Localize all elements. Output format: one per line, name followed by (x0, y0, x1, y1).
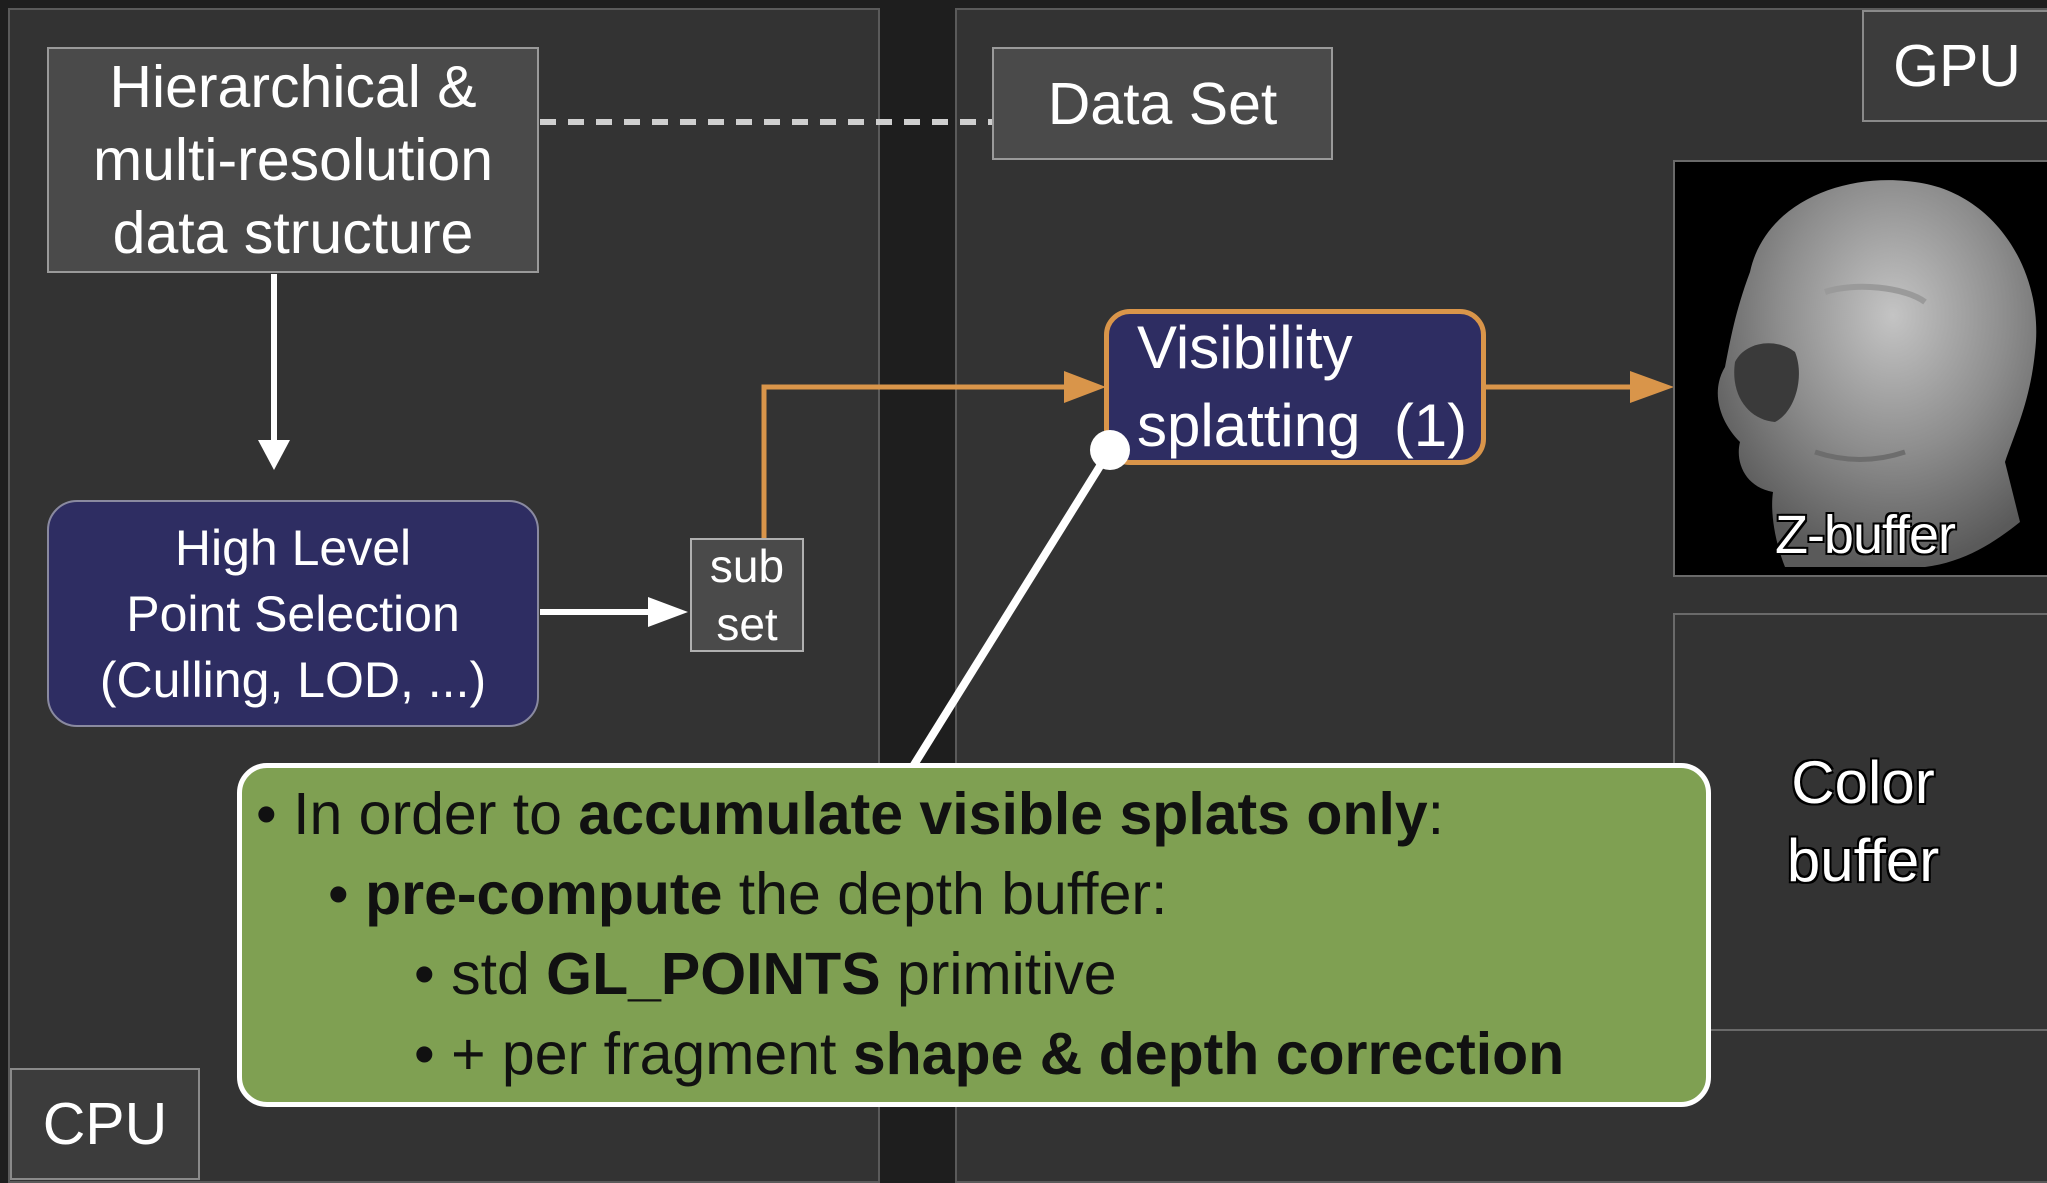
bullet4-pre: + per fragment (451, 1021, 853, 1087)
hierarchical-line-1: Hierarchical & (109, 53, 477, 120)
high-level-line-2: Point Selection (126, 585, 460, 642)
zbuffer-panel: Z-buffer (1673, 160, 2047, 577)
subset-line-1: sub (709, 540, 785, 592)
hierarchical-data-structure-box: Hierarchical & multi-resolution data str… (47, 47, 539, 273)
arrow-subset-to-visibility (761, 384, 1064, 540)
bullet4-bold: shape & depth correction (852, 1021, 1565, 1087)
callout-pointer (908, 447, 1114, 771)
gpu-label-box: GPU (1862, 10, 2047, 122)
color-buffer-line-2: buffer (1786, 827, 1940, 894)
subset-box: sub set (690, 538, 804, 652)
bullet3-post: primitive (880, 941, 1117, 1007)
head-depth-image (1717, 180, 2037, 567)
callout-box: • In order to accumulate visible splats … (237, 763, 1711, 1107)
gpu-label: GPU (1893, 33, 2021, 99)
bullet1-post: : (1427, 781, 1445, 847)
zbuffer-label: Z-buffer (1774, 505, 1956, 565)
cpu-label: CPU (42, 1091, 168, 1157)
bullet1-bold: accumulate visible splats only (578, 781, 1428, 847)
callout-bullet-2: • pre-compute the depth buffer: (328, 861, 1168, 927)
bullet2-bold: pre-compute (365, 861, 723, 927)
visibility-line-1: Visibility (1137, 314, 1353, 381)
bullet1-pre: In order to (293, 781, 579, 847)
bullet3-pre: std (451, 941, 547, 1007)
color-buffer-line-1: Color (1791, 749, 1935, 816)
hierarchical-line-3: data structure (112, 199, 474, 266)
callout-anchor-dot (1090, 430, 1130, 470)
data-set-label: Data Set (1047, 70, 1278, 137)
callout-bullet-4: • + per fragment shape & depth correctio… (414, 1021, 1565, 1087)
subset-line-2: set (716, 598, 778, 650)
high-level-point-selection-box: High Level Point Selection (Culling, LOD… (47, 500, 539, 727)
callout-bullet-1: • In order to accumulate visible splats … (256, 781, 1445, 847)
data-set-box: Data Set (992, 47, 1333, 160)
callout-bullet-3: • std GL_POINTS primitive (414, 941, 1117, 1007)
visibility-line-2: splatting (1) (1137, 392, 1468, 459)
high-level-line-1: High Level (174, 519, 412, 576)
hierarchical-line-2: multi-resolution (92, 126, 494, 193)
bullet2-post: the depth buffer: (722, 861, 1168, 927)
visibility-splatting-box: Visibility splatting (1) (1104, 309, 1486, 465)
arrowhead-orange-1 (1064, 371, 1106, 403)
arrowhead-right (648, 597, 688, 627)
cpu-label-box: CPU (10, 1068, 200, 1180)
color-buffer-panel: Color buffer (1673, 613, 2047, 1031)
bullet3-bold: GL_POINTS (546, 941, 881, 1007)
high-level-line-3: (Culling, LOD, ...) (99, 651, 487, 708)
arrowhead-orange-2 (1630, 371, 1674, 403)
arrowhead-down (258, 440, 290, 470)
